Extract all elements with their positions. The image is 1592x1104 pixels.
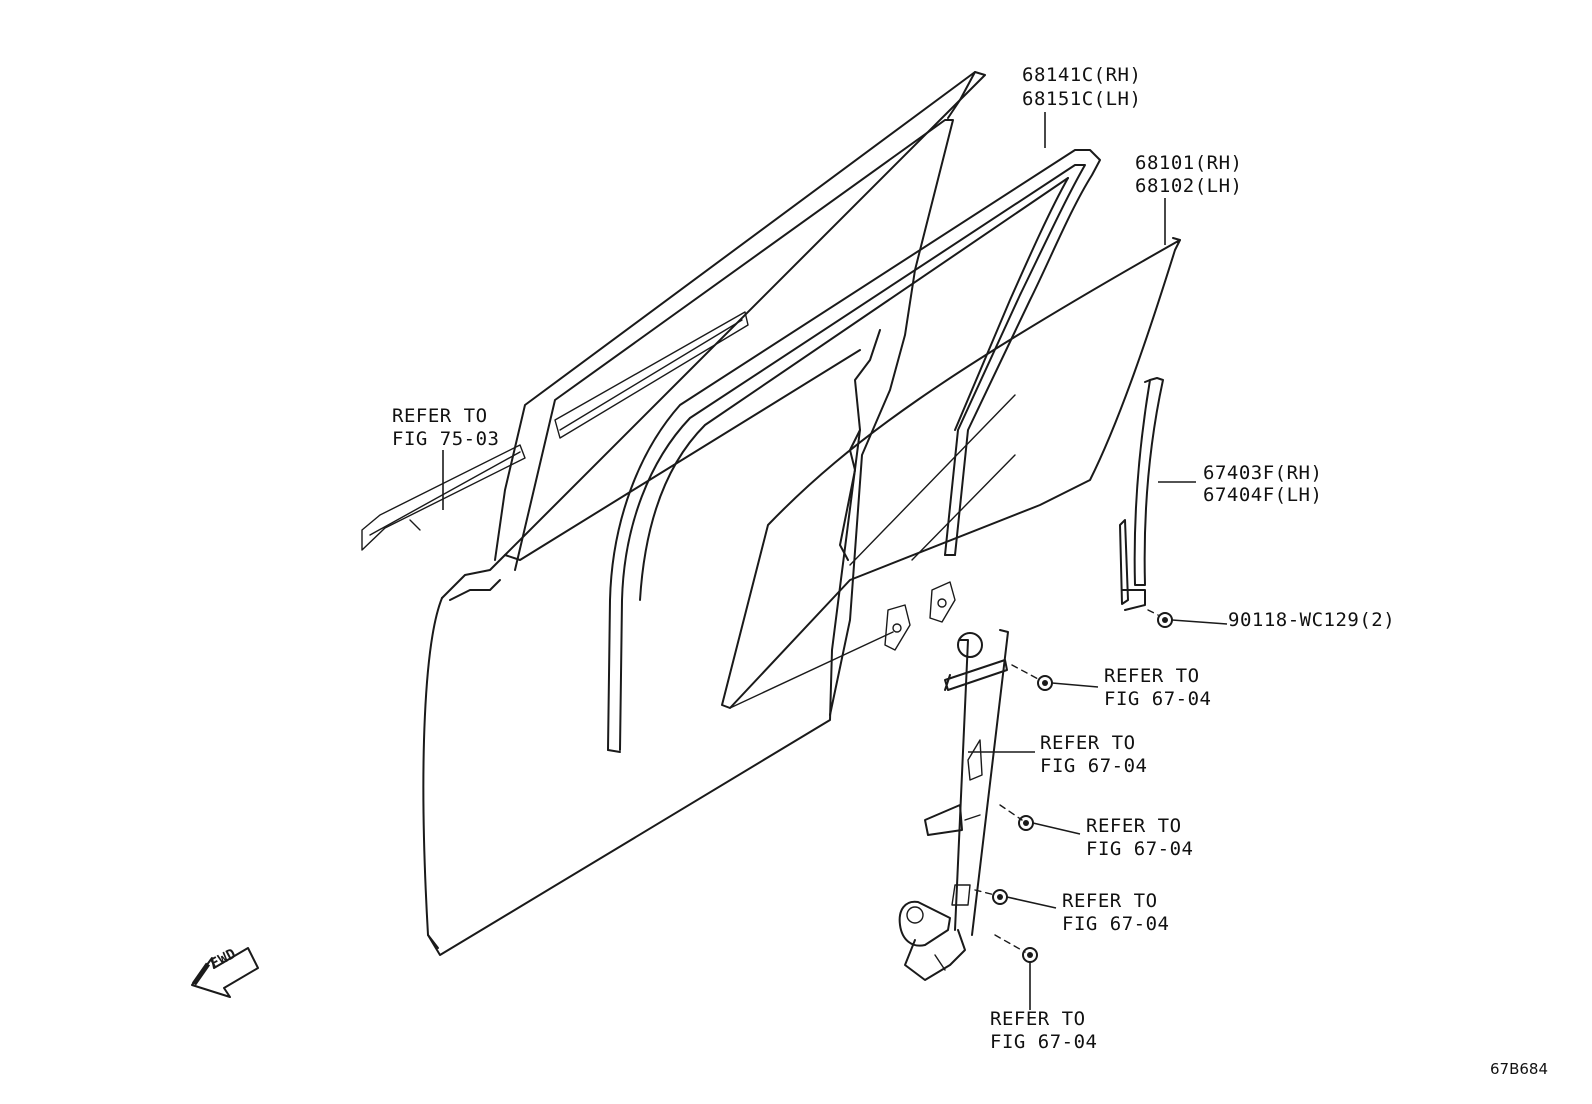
label-channel-lh: 67404F(LH) <box>1203 484 1323 506</box>
leader-lines <box>442 112 1228 1010</box>
label-ref-e-line1: REFER TO <box>990 1008 1086 1030</box>
window-regulator <box>898 629 1009 981</box>
label-glass-run-rh: 68141C(RH) <box>1022 64 1142 86</box>
label-ref-d-line2: FIG 67-04 <box>1062 913 1170 935</box>
label-ref-b-line1: REFER TO <box>1040 732 1136 754</box>
fwd-arrow-icon <box>191 947 259 998</box>
glass-run-channel <box>607 149 1101 753</box>
label-glass-run-lh: 68151C(LH) <box>1022 88 1142 110</box>
label-bolt: 90118-WC129(2) <box>1228 609 1396 631</box>
label-glass-rh: 68101(RH) <box>1135 152 1243 174</box>
bolt-90118 <box>1147 609 1173 628</box>
label-ref-d-line1: REFER TO <box>1062 890 1158 912</box>
rear-lower-channel <box>1119 377 1164 611</box>
door-frame <box>422 71 986 956</box>
label-glass-lh: 68102(LH) <box>1135 175 1243 197</box>
label-ref-c-line1: REFER TO <box>1086 815 1182 837</box>
label-ref-moulding-line1: REFER TO <box>392 405 488 427</box>
glass-brackets <box>729 581 956 709</box>
label-ref-b-line2: FIG 67-04 <box>1040 755 1148 777</box>
door-glass <box>721 237 1181 709</box>
label-ref-a-line2: FIG 67-04 <box>1104 688 1212 710</box>
diagram-code: 67B684 <box>1490 1060 1549 1078</box>
label-ref-c-line2: FIG 67-04 <box>1086 838 1194 860</box>
label-ref-moulding-line2: FIG 75-03 <box>392 428 500 450</box>
regulator-bolts <box>974 664 1053 963</box>
belt-moulding <box>361 311 749 551</box>
label-ref-a-line1: REFER TO <box>1104 665 1200 687</box>
label-ref-e-line2: FIG 67-04 <box>990 1031 1098 1053</box>
label-channel-rh: 67403F(RH) <box>1203 462 1323 484</box>
